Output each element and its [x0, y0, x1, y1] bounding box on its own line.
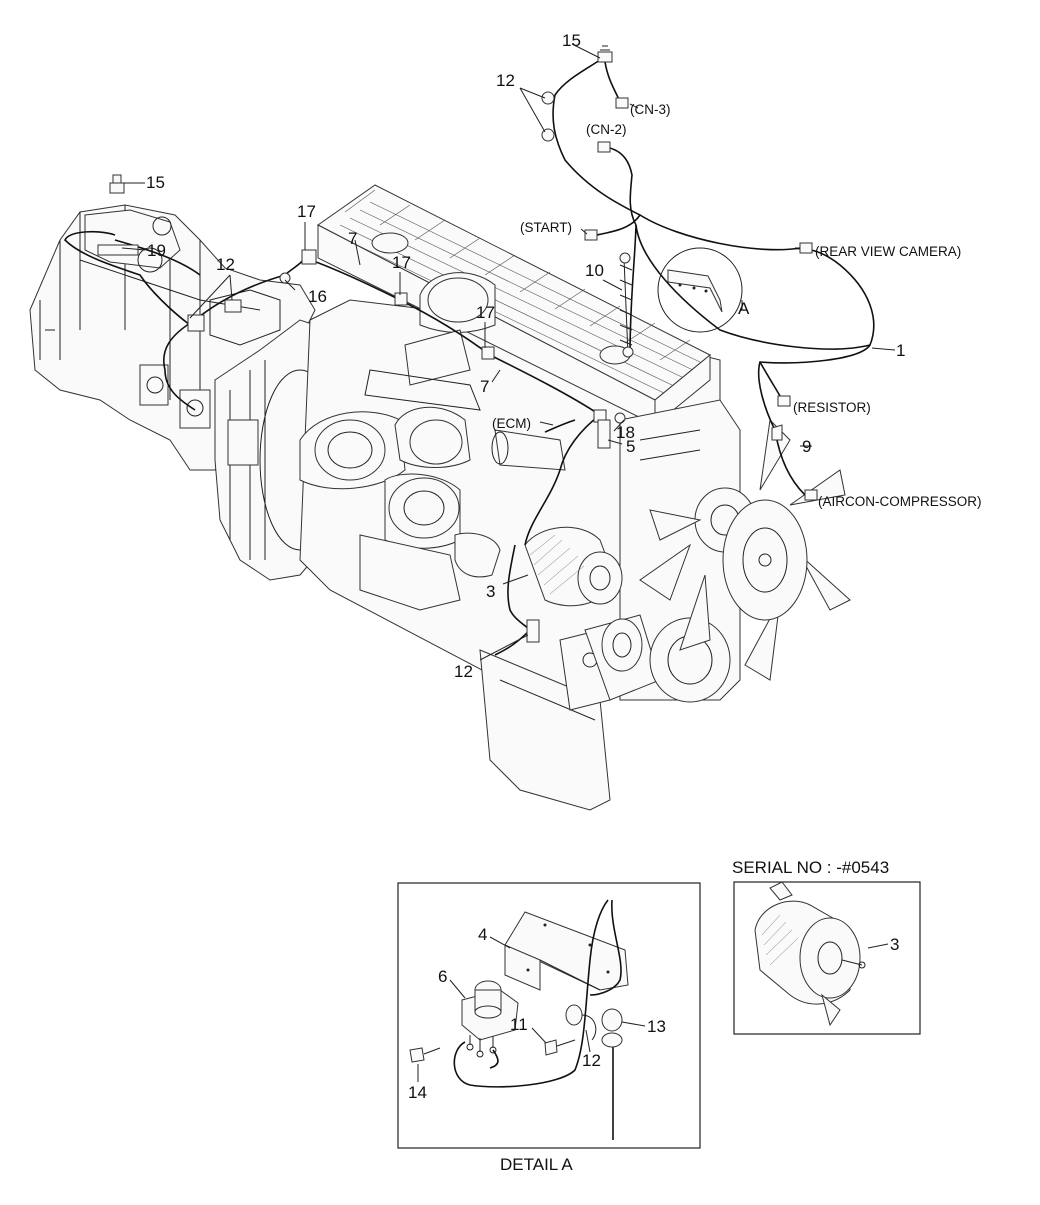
detail-a-reference: [657, 247, 743, 333]
label-cn3: (CN-3): [630, 102, 671, 117]
callout-1: 1: [896, 341, 905, 360]
detail-a-title: DETAIL A: [500, 1155, 573, 1174]
leader-lines: [121, 43, 896, 661]
callout-15-top: 15: [562, 31, 581, 50]
fan-drawing: [639, 418, 851, 681]
serial-callout-3: 3: [890, 935, 899, 954]
callout-7-a: 7: [348, 229, 357, 248]
callout-12-left: 12: [216, 255, 235, 274]
detail-callout-4: 4: [478, 925, 487, 944]
label-rear-view-camera: (REAR VIEW CAMERA): [815, 244, 961, 259]
callout-18: 18: [616, 423, 635, 442]
ground-strap-drawing: [619, 252, 634, 358]
main-callouts: 15 12 (CN-3) (CN-2) 15 19 17 7 17 12 16 …: [146, 31, 982, 681]
detail-callout-11: 11: [510, 1015, 528, 1034]
serial-heading: SERIAL NO : -#0543: [732, 858, 889, 877]
detail-callout-13: 13: [647, 1017, 666, 1036]
callout-17-a: 17: [297, 202, 316, 221]
engine-drawing: [214, 184, 756, 811]
callout-10: 10: [585, 261, 604, 280]
callout-16: 16: [308, 287, 327, 306]
callout-5: 5: [626, 437, 635, 456]
detail-a-box: 4 6 11 12 13 14: [397, 882, 701, 1149]
callout-3-main: 3: [486, 582, 495, 601]
callout-a: A: [738, 299, 750, 318]
serial-alternator-box: 3: [733, 881, 921, 1035]
detail-callout-14: 14: [408, 1083, 427, 1102]
callout-7-b: 7: [480, 377, 489, 396]
label-start: (START): [520, 220, 572, 235]
callout-19: 19: [147, 241, 166, 260]
callout-17-c: 17: [476, 303, 495, 322]
callout-12-top: 12: [496, 71, 515, 90]
label-resistor: (RESISTOR): [793, 400, 871, 415]
callout-15-left: 15: [146, 173, 165, 192]
label-aircon-compressor: (AIRCON-COMPRESSOR): [818, 494, 982, 509]
detail-callout-6: 6: [438, 967, 447, 986]
callout-17-b: 17: [392, 253, 411, 272]
callout-12-bottom: 12: [454, 662, 473, 681]
label-ecm: (ECM): [492, 416, 531, 431]
callout-9: 9: [802, 437, 811, 456]
detail-callout-12: 12: [582, 1051, 601, 1070]
label-cn2: (CN-2): [586, 122, 627, 137]
